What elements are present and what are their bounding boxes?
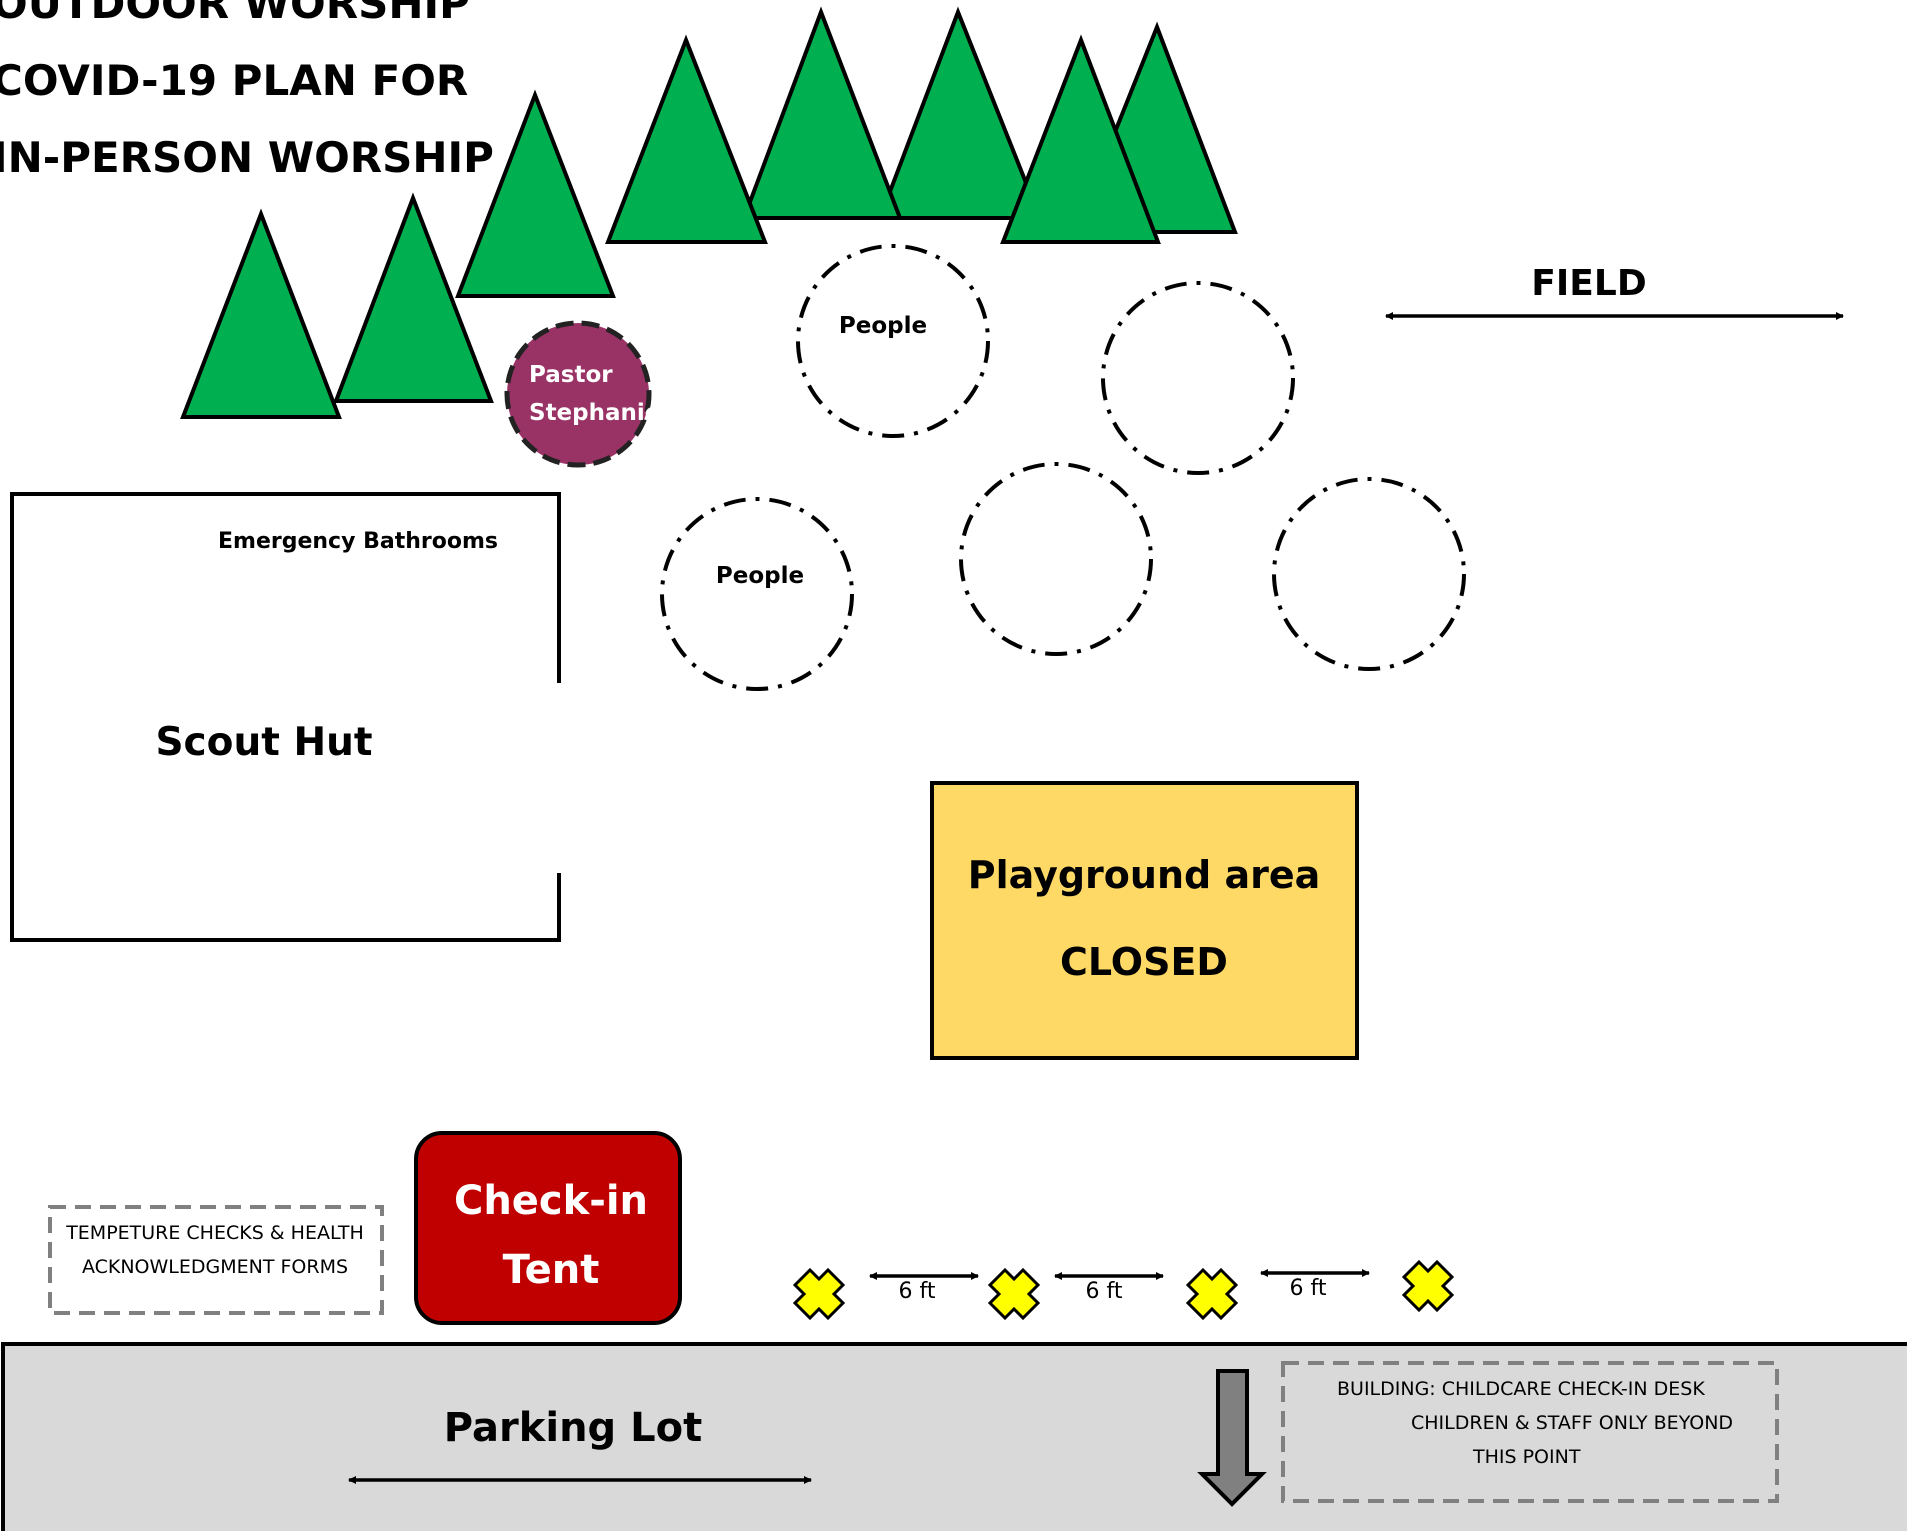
playground-label: Playground area (968, 853, 1321, 897)
x-marker-icon (1401, 1259, 1455, 1313)
health-checks-station (48, 1205, 384, 1315)
spacing-arrows (869, 1269, 1370, 1280)
x-marker-icon (987, 1267, 1041, 1321)
building-childcare-desk (1281, 1361, 1779, 1503)
people-circles (660, 244, 1466, 691)
title-line-2: COVID-19 PLAN FOR (0, 56, 468, 105)
scout-hut-outline (10, 492, 561, 942)
health-checks-line-1: TEMPETURE CHECKS & HEALTH (65, 1222, 364, 1244)
spacing-markers (792, 1259, 1455, 1321)
tree-icon (180, 208, 342, 419)
pastor-position (504, 320, 652, 468)
people-circle (1101, 281, 1295, 475)
page-title: OUTDOOR WORSHIP COVID-19 PLAN FOR IN-PER… (0, 0, 494, 182)
x-marker-icon (1185, 1267, 1239, 1321)
check-in-tent-line-1: Check-in (454, 1178, 648, 1224)
people-circle (959, 462, 1153, 656)
emergency-bathrooms-label: Emergency Bathrooms (218, 529, 498, 554)
building-line-2: CHILDREN & STAFF ONLY BEYOND (1411, 1412, 1733, 1434)
spacing-label: 6 ft (1086, 1279, 1123, 1304)
check-in-tent-line-2: Tent (503, 1247, 600, 1293)
parking-lot-label: Parking Lot (444, 1405, 702, 1451)
tree-icon (877, 6, 1043, 220)
playground-area (930, 781, 1359, 1060)
people-label: People (839, 313, 927, 339)
title-line-1: OUTDOOR WORSHIP (0, 0, 470, 28)
tree-icon (741, 6, 903, 220)
pastor-label-line-1: Pastor (529, 362, 613, 388)
down-arrow-icon (1197, 1369, 1267, 1507)
tree-row (180, 6, 1238, 419)
scout-hut-label: Scout Hut (155, 720, 372, 765)
building-line-3: THIS POINT (1472, 1446, 1581, 1468)
people-circle (1272, 477, 1466, 671)
check-in-tent (414, 1131, 682, 1325)
people-label: People (716, 563, 804, 589)
spacing-label: 6 ft (899, 1279, 936, 1304)
tree-icon (1000, 34, 1161, 244)
tree-icon (333, 192, 494, 403)
playground-status: CLOSED (1060, 940, 1228, 984)
field-label: FIELD (1531, 263, 1646, 304)
building-line-1: BUILDING: CHILDCARE CHECK-IN DESK (1337, 1378, 1705, 1400)
health-checks-line-2: ACKNOWLEDGMENT FORMS (82, 1256, 348, 1278)
people-circle (660, 497, 854, 691)
pastor-label-line-2: Stephanie (529, 400, 660, 426)
tree-icon (455, 89, 616, 298)
tree-icon (605, 34, 768, 244)
title-line-3: IN-PERSON WORSHIP (0, 133, 494, 182)
parking-lot (1, 1342, 1907, 1531)
people-circle (796, 244, 990, 438)
x-marker-icon (792, 1267, 846, 1321)
spacing-label: 6 ft (1290, 1276, 1327, 1301)
